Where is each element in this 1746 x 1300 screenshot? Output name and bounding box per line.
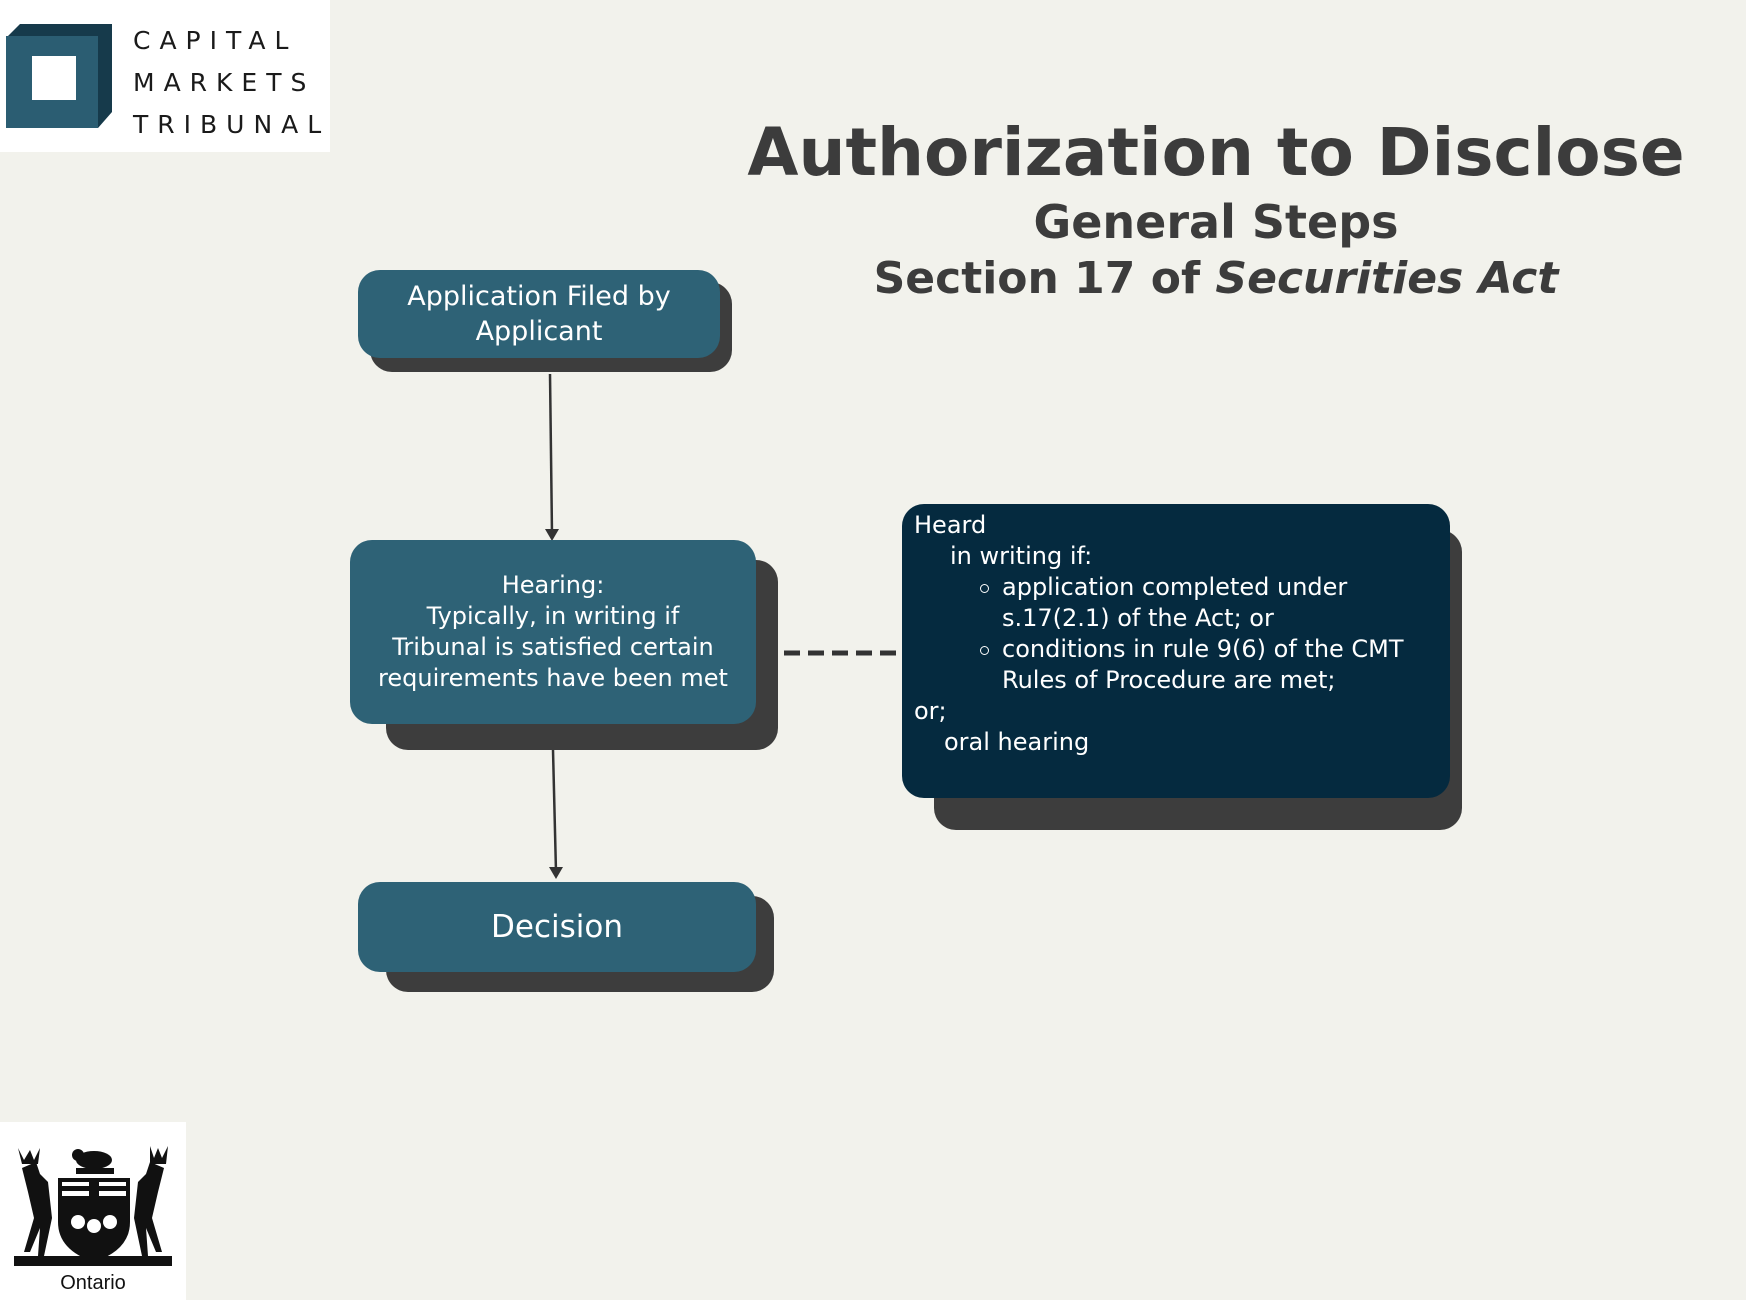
- detail-in-writing: in writing if:: [950, 542, 1093, 570]
- title-block: Authorization to Disclose General Steps …: [700, 112, 1732, 308]
- arrowhead-step2: [545, 529, 559, 541]
- ontario-logo: Ontario: [0, 1122, 186, 1300]
- logo-line-1: CAPITAL: [133, 26, 298, 55]
- cmt-logo: CAPITAL MARKETS TRIBUNAL: [0, 0, 330, 152]
- section-prefix: Section 17 of: [873, 253, 1216, 304]
- detail-or: or;: [914, 697, 947, 725]
- logo-line-2: MARKETS: [133, 68, 316, 97]
- page-subtitle: General Steps: [1033, 195, 1399, 249]
- cmt-logo-mark-icon: [6, 24, 112, 128]
- cmt-logo-text: CAPITAL MARKETS TRIBUNAL: [133, 20, 330, 146]
- step3-label: Decision: [491, 909, 623, 945]
- detail-bullet-2: conditions in rule 9(6) of the CMT Rules…: [980, 634, 1450, 696]
- detail-bullet-1: application completed under s.17(2.1) of…: [980, 572, 1450, 634]
- arrowhead-step3: [549, 867, 563, 879]
- hearing-detail-box: Heard in writing if: application complet…: [902, 504, 1450, 798]
- step1-label: Application Filed by Applicant: [407, 281, 671, 347]
- detail-oral-hearing: oral hearing: [944, 728, 1090, 756]
- arrow-step2-to-step3: [551, 749, 558, 873]
- step-application-filed: Application Filed by Applicant: [358, 270, 720, 358]
- act-name: Securities Act: [1215, 253, 1559, 304]
- ontario-coat-of-arms-icon: [14, 1146, 172, 1266]
- section-reference: Section 17 of Securities Act: [700, 250, 1732, 308]
- step2-label: Hearing: Typically, in writing if Tribun…: [378, 571, 728, 692]
- ontario-label: Ontario: [60, 1272, 126, 1294]
- detail-bullet-list: application completed under s.17(2.1) of…: [914, 572, 1450, 696]
- arrow-step1-to-step2: [548, 373, 554, 535]
- logo-line-3: TRIBUNAL: [133, 110, 331, 139]
- page-title: Authorization to Disclose: [747, 114, 1685, 191]
- step-hearing: Hearing: Typically, in writing if Tribun…: [350, 540, 756, 724]
- detail-heard: Heard: [914, 511, 987, 539]
- step-decision: Decision: [358, 882, 756, 972]
